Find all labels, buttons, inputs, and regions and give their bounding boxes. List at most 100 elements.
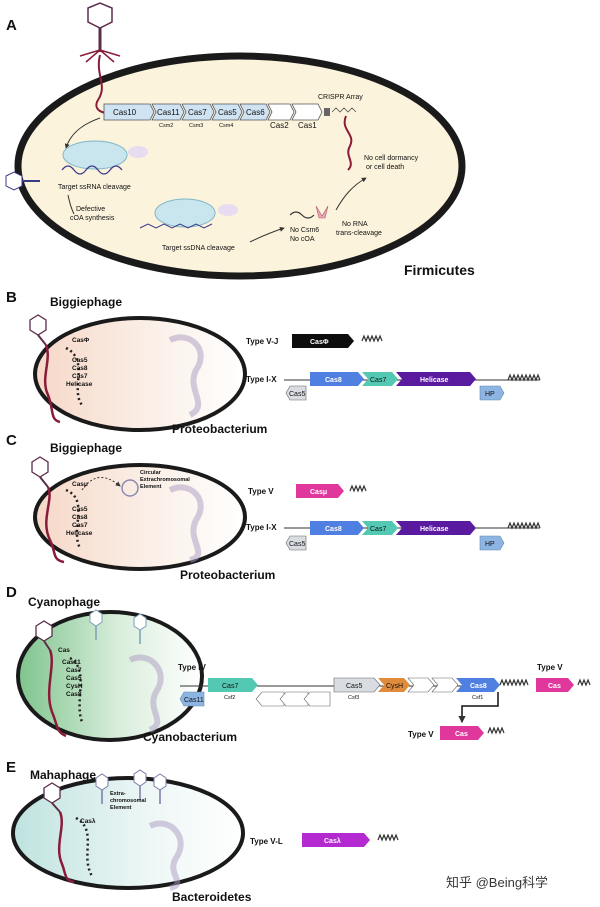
phage-c-icon [31,456,65,564]
no-csm6-label-2: No cOA [290,236,315,243]
gene-cas5-b-label: Cas5 [289,391,305,398]
gene-cysh [378,678,410,692]
phage-name-d: Cyanophage [28,595,100,609]
gene-cas5: Cas5 [218,108,237,117]
cas2-label: Cas2 [270,121,289,130]
cell-b-label-1: Cas5 [72,357,88,364]
phage-b-icon [29,314,61,424]
gene-cas5-b [285,385,307,401]
phage-name-e: Mahaphage [30,768,96,782]
cell-c-label-4: Helicase [66,530,93,537]
cell-b-label-3: Cas7 [72,373,88,380]
host-dna-b [168,334,204,418]
crispr-array-e [377,833,399,842]
cell-d-label-4: CysH [66,683,83,690]
type-ix-label-b: Type I-X [246,375,277,384]
crispr-array-d3 [487,726,505,735]
crispr-array-c1 [349,484,367,493]
phage-e2-icon [95,773,109,804]
gene-cysh-label: CysH [386,683,403,690]
gene-helicase-c [396,521,476,535]
gene-cas6: Cas6 [246,108,265,117]
crispr-array-d2 [577,678,591,687]
arrow-c1 [81,477,121,491]
type-ix-label-c: Type I-X [246,523,277,532]
extra-label-2: chromosomal [110,798,147,804]
host-proteobacterium-c: Proteobacterium [180,568,275,582]
gene-casmu [296,484,344,498]
phage-d-icon [35,620,67,738]
gene-cas5-d [333,677,381,693]
rna-strand [289,211,315,219]
gene-cas5-c-label: Cas5 [289,541,305,548]
gene-blank-d5 [431,677,459,693]
type-v-label-d-below: Type V [408,730,434,739]
gene-casphi-label: CasΦ [310,339,329,346]
type-v-label-d-right: Type V [537,663,563,672]
panel-d-letter: D [6,584,17,601]
cell-d-label-1: Cas11 [62,659,81,666]
gene-cas10: Cas10 [113,108,137,117]
arrow-a3 [249,226,285,243]
arrow-a2 [67,194,75,215]
arrow-d1 [458,692,499,724]
gene-cas11-d [179,691,205,707]
circular-element-icon [121,479,139,497]
gene-cas7-c-label: Cas7 [370,526,386,533]
host-dna-c [168,484,204,563]
crispr-array-b1 [361,334,383,343]
cell-d-label-0: Cas [58,647,70,654]
csf3-label: Csf3 [348,695,359,701]
phage-e-icon [43,782,75,884]
type-iv-label: Type IV [178,663,207,672]
crispr-array-d1 [499,678,529,687]
panel-e-letter: E [6,759,16,776]
gene-helicase-b [396,372,476,386]
gene-blank-d3 [303,691,331,707]
gene-cas7-b-label: Cas7 [370,377,386,384]
circular-label-3: Element [140,484,162,490]
csm2-label: Csm2 [159,123,173,129]
gene-cas7-d-label: Cas7 [222,683,238,690]
host-firmicutes: Firmicutes [404,262,475,278]
genome-d [69,656,84,723]
cell-d-label-5: Cas8 [66,691,82,698]
cas1-label: Cas1 [298,121,317,130]
type-v-label-c: Type V [248,487,274,496]
phage-d3-icon [133,613,147,644]
csm3-label: Csm3 [189,123,203,129]
circular-label-2: Extrachromosomal [140,477,190,483]
defective-label-1: Defective [76,206,105,213]
gene-cas8-b-label: Cas8 [325,377,342,384]
csf2-label: Csf2 [224,695,235,701]
no-csm6-label-1: No Csm6 [290,227,319,234]
gene-hp-c-label: HP [485,541,495,548]
gene-hp-b-label: HP [485,391,495,398]
cell-e-label-0: Casλ [80,817,96,825]
phage-e4-icon [153,773,167,804]
gene-helicase-c-label: Helicase [420,526,449,533]
cell-c-label-0: Casμ [72,481,88,488]
csf1-label: Csf1 [472,695,483,701]
phage-e3-icon [133,769,147,800]
csm-complex-2 [139,198,238,229]
arrow-a1 [64,117,101,149]
gene-cas5-c [285,535,307,551]
phage-d2-icon [89,609,103,640]
target-ssdna-label: Target ssDNA cleavage [162,245,235,252]
gene-helicase-b-label: Helicase [420,377,449,384]
gene-blank-d4 [407,677,435,693]
extra-label-1: Extra- [110,791,126,797]
panel-a-letter: A [6,17,17,34]
cell-b-label-4: Helicase [66,381,93,388]
csm6-absent-icon [315,205,329,219]
circular-label-1: Circular [140,470,162,476]
genome-e [75,816,94,877]
phage-a2-icon [5,171,40,191]
cell-c-label-3: Cas7 [72,522,88,529]
gene-hp-b [479,385,505,401]
gene-caslambda [302,833,370,847]
no-rna-label-2: trans-cleavage [336,230,382,237]
type-vl-label: Type V-L [250,837,283,846]
gene-casmu-label: Casμ [310,489,327,496]
